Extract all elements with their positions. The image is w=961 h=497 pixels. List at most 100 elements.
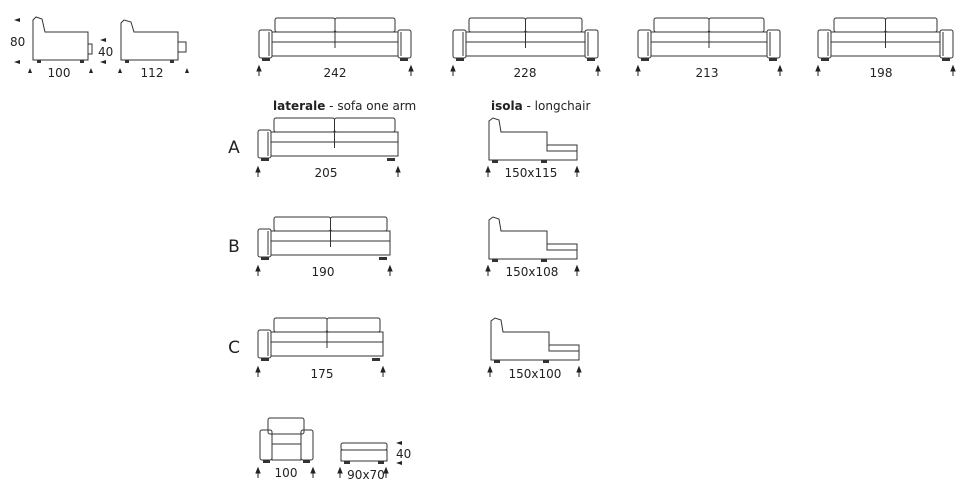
longchair-cushion: [546, 243, 578, 251]
foot: [379, 257, 387, 260]
back-cushion: [273, 117, 335, 133]
row-letter-c: C: [228, 338, 240, 358]
sofa-drawing-1: [452, 17, 599, 61]
row-letter-b: B: [228, 237, 240, 257]
longchair-cushion: [548, 344, 580, 352]
dimension-tick: [450, 64, 456, 76]
foot: [456, 58, 464, 61]
back-cushion: [885, 17, 938, 33]
foot: [344, 461, 350, 464]
foot: [492, 160, 498, 163]
dimension-tick: [408, 64, 414, 76]
foot: [821, 58, 829, 61]
side-view-2-foot: [125, 60, 129, 63]
sofa-198-label: 198: [870, 66, 893, 80]
armrest: [257, 329, 272, 359]
dimension-tick: [337, 466, 343, 478]
dimension-tick: [255, 264, 261, 276]
foot: [942, 58, 950, 61]
side-depth-ticks: [28, 68, 189, 78]
dimension-tick: [950, 64, 956, 76]
back-cushion: [273, 317, 328, 333]
dimension-tick: [387, 264, 393, 276]
foot: [587, 58, 595, 61]
armrest: [452, 29, 467, 59]
sofa-drawing-0: [258, 17, 412, 61]
laterale-drawing-0: [257, 117, 399, 161]
dimension-tick: [395, 165, 401, 177]
isola-title: isola - longchair: [491, 99, 590, 113]
ottoman-base: [340, 449, 388, 462]
laterale-drawing-2: [257, 317, 384, 361]
tick: [89, 68, 93, 73]
back-cushion: [334, 117, 396, 133]
foot: [261, 358, 269, 361]
laterale-a-label: 205: [315, 166, 338, 180]
side-depth-1-label: 100: [48, 66, 71, 80]
foot: [263, 460, 270, 463]
dimension-tick: [635, 64, 641, 76]
foot: [769, 58, 777, 61]
longchair-cushion: [546, 144, 578, 152]
row-letter-a: A: [228, 138, 240, 158]
back-cushion: [326, 317, 381, 333]
dimension-tick: [485, 264, 491, 276]
back-cushion: [274, 17, 336, 33]
back-cushion: [273, 216, 331, 232]
dimension-tick: [383, 466, 389, 478]
height-arrow-bottom: [14, 60, 20, 64]
side-seat-height-label: 40: [98, 45, 113, 59]
armrest: [584, 29, 599, 59]
back-cushion: [330, 216, 388, 232]
ottoman-top: [340, 442, 388, 451]
foot: [492, 259, 498, 262]
armrest: [817, 29, 832, 59]
dimension-tick: [255, 165, 261, 177]
dimension-tick: [815, 64, 821, 76]
foot: [543, 360, 549, 363]
seat-base: [271, 443, 302, 461]
ottoman-height-arrows: [396, 441, 402, 465]
side-view-arrows: [14, 18, 106, 64]
isola-drawing-0: [488, 117, 578, 163]
longchair-body: [488, 216, 578, 260]
side-view-1-body: [32, 16, 89, 61]
foot: [372, 358, 380, 361]
laterale-title: laterale - sofa one arm: [273, 99, 416, 113]
side-view-2-body: [120, 19, 179, 61]
dimension-tick: [574, 264, 580, 276]
dimension-tick: [380, 365, 386, 377]
foot: [262, 58, 270, 61]
sofa-drawing-2: [637, 17, 781, 61]
isola-a-label: 150x115: [505, 166, 558, 180]
dimension-tick: [255, 365, 261, 377]
back-cushion: [334, 17, 396, 33]
tick: [185, 68, 189, 73]
sofa-213-label: 213: [696, 66, 719, 80]
height-arrow-top: [14, 18, 20, 22]
isola-c-label: 150x100: [509, 367, 562, 381]
ottoman-drawing: [340, 441, 402, 465]
dimension-tick: [485, 165, 491, 177]
ottoman-height-label: 40: [396, 447, 411, 461]
seat-arrow-bottom: [100, 60, 106, 64]
side-depth-2-label: 112: [141, 66, 164, 80]
back-cushion: [653, 17, 710, 33]
side-view-1-foot: [80, 60, 84, 63]
longchair-body: [488, 117, 578, 161]
side-view-1: [32, 16, 93, 63]
back-cushion: [833, 17, 886, 33]
foot: [494, 360, 500, 363]
back-cushion: [267, 417, 305, 435]
isola-b-label: 150x108: [506, 265, 559, 279]
foot: [387, 158, 395, 161]
drawings-layer: [255, 17, 956, 478]
side-view-1-foot: [37, 60, 41, 63]
side-view-2-cushion: [177, 41, 187, 53]
longchair-body: [490, 317, 580, 361]
armrest: [300, 429, 314, 461]
foot: [261, 158, 269, 161]
side-view-1-cushion: [87, 43, 93, 55]
armchair-drawing: [259, 417, 314, 463]
